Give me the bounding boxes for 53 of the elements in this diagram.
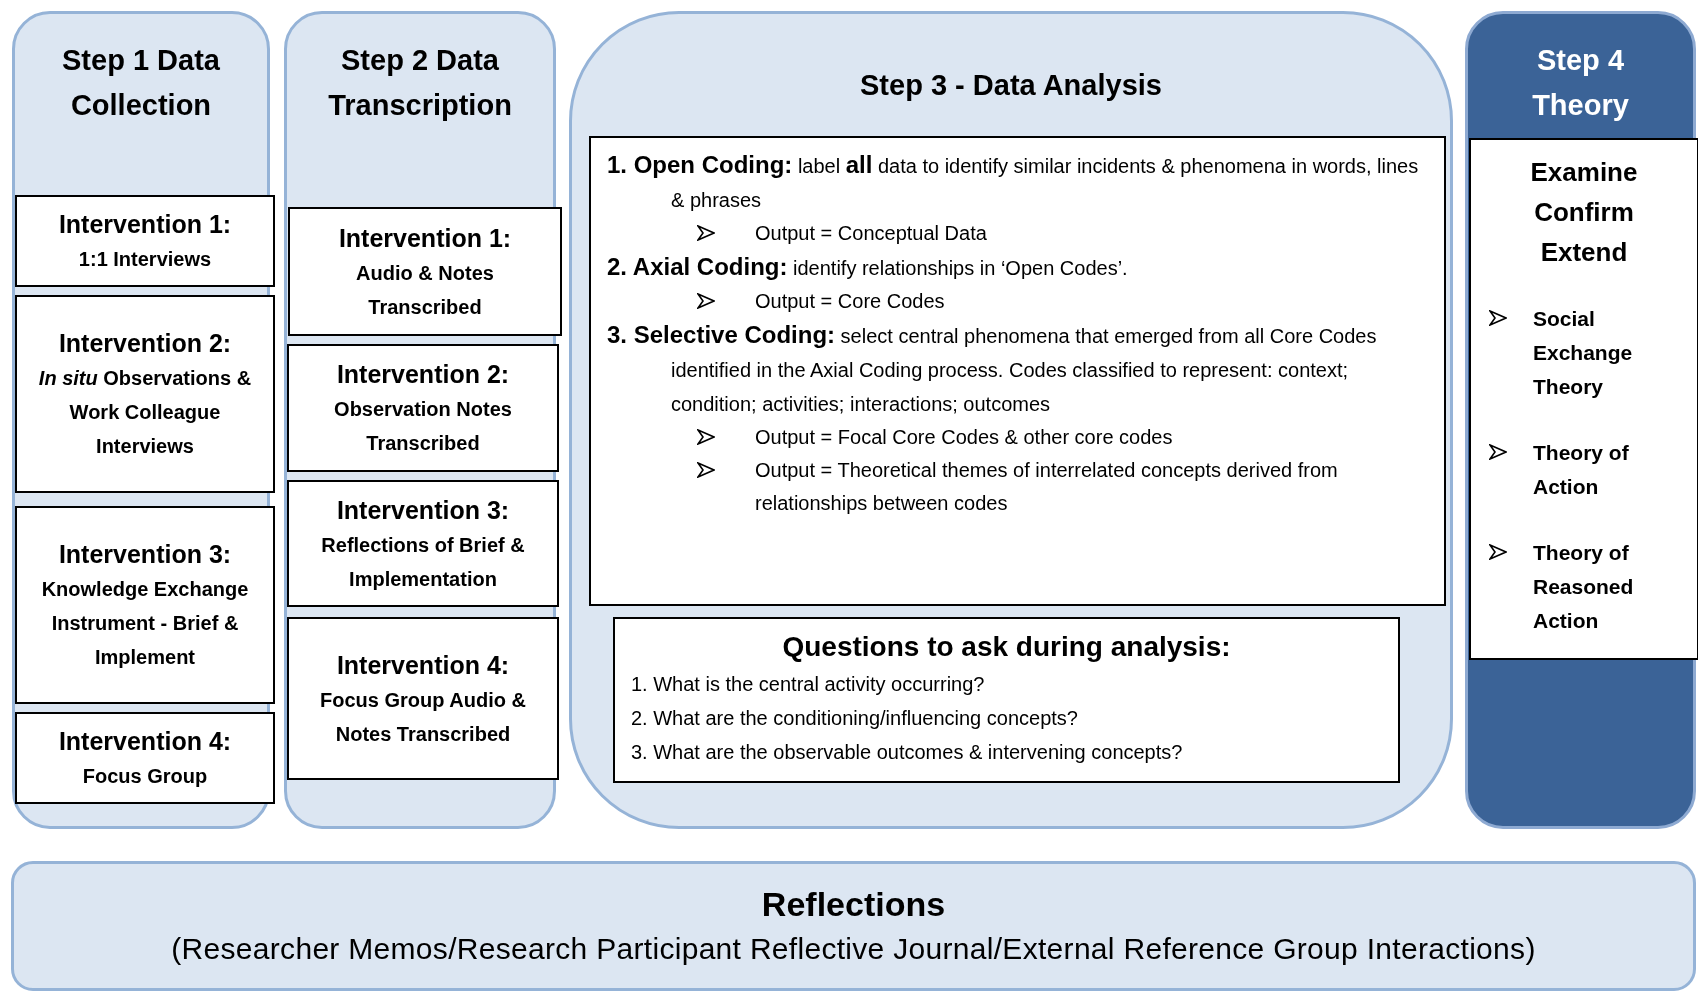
step-heading: Step 1 Data Collection [61, 43, 221, 123]
intervention-box [15, 712, 275, 804]
coding-box [589, 136, 1446, 606]
questions-heading: Questions to ask during analysis: [781, 630, 1232, 664]
theory-name: Social Exchange Theory [1533, 306, 1634, 400]
intervention-title: Intervention 1: [58, 209, 232, 240]
intervention-box [15, 506, 275, 704]
coding-step-text: 1. Open Coding: label all data to identify similar incidents & phenomena in words, lines & phrases [607, 150, 1420, 213]
intervention-description: Knowledge Exchange Instrument - Brief & Implement [40, 577, 250, 670]
intervention-box [287, 617, 559, 780]
intervention-title: Intervention 4: [336, 649, 510, 681]
question-text: 1. What is the central activity occurring? [631, 672, 986, 697]
intervention-description: In situ Observations & Work Colleague Interviews [37, 366, 253, 459]
intervention-box [287, 480, 559, 607]
coding-step-text: 2. Axial Coding: identify relationships in ‘Open Codes’. [607, 252, 1129, 282]
intervention-description: Focus Group Audio & Notes Transcribed [319, 687, 527, 747]
questions-box [613, 617, 1400, 783]
reflections-band [11, 861, 1696, 991]
coding-step-text: 3. Selective Coding: select central phenomena that emerged from all Core Codes identified in the Axial Coding process. Codes classified to represent: context; condition; activities; interactions; outcomes [607, 320, 1378, 417]
theory-name: Theory of Reasoned Action [1533, 540, 1635, 634]
theory-action-word: Extend [1539, 236, 1629, 269]
question-text: 3. What are the observable outcomes & intervening concepts? [631, 740, 1184, 765]
theory-action-word: Examine [1529, 156, 1639, 189]
intervention-box [15, 195, 275, 287]
intervention-title: Intervention 1: [338, 222, 512, 254]
intervention-title: Intervention 2: [336, 359, 510, 390]
intervention-title: Intervention 3: [336, 494, 510, 526]
intervention-description: Focus Group [82, 764, 208, 789]
step-panel [569, 11, 1453, 829]
theory-box [1469, 138, 1698, 660]
output-text: Output = Conceptual Data [755, 221, 987, 246]
output-text: Output = Core Codes [755, 289, 945, 314]
intervention-description: Observation Notes Transcribed [333, 397, 513, 456]
theory-name: Theory of Action [1533, 440, 1630, 500]
reflections-title: Reflections [761, 884, 946, 925]
step-column [1465, 11, 1696, 829]
reflections-description: (Researcher Memos/Research Participant Reflective Journal/External Reference Group Interactions) [171, 931, 1536, 967]
step-heading: Step 3 - Data Analysis [859, 68, 1163, 103]
intervention-description: 1:1 Interviews [78, 247, 212, 272]
intervention-description: Reflections of Brief & Implementation [320, 532, 526, 592]
intervention-box [15, 295, 275, 493]
intervention-title: Intervention 4: [58, 726, 232, 757]
intervention-description: Audio & Notes Transcribed [355, 260, 495, 320]
intervention-title: Intervention 2: [58, 328, 232, 359]
output-text: Output = Focal Core Codes & other core codes [755, 425, 1173, 450]
intervention-box [287, 344, 559, 472]
theory-action-word: Confirm [1533, 196, 1635, 229]
question-text: 2. What are the conditioning/influencing concepts? [631, 706, 1079, 731]
intervention-box [288, 207, 562, 336]
step-heading: Step 2 Data Transcription [327, 43, 513, 123]
intervention-title: Intervention 3: [58, 539, 232, 570]
step-heading: Step 4 Theory [1531, 43, 1630, 123]
output-text: Output = Theoretical themes of interrelated concepts derived from relationships between codes [755, 458, 1339, 516]
